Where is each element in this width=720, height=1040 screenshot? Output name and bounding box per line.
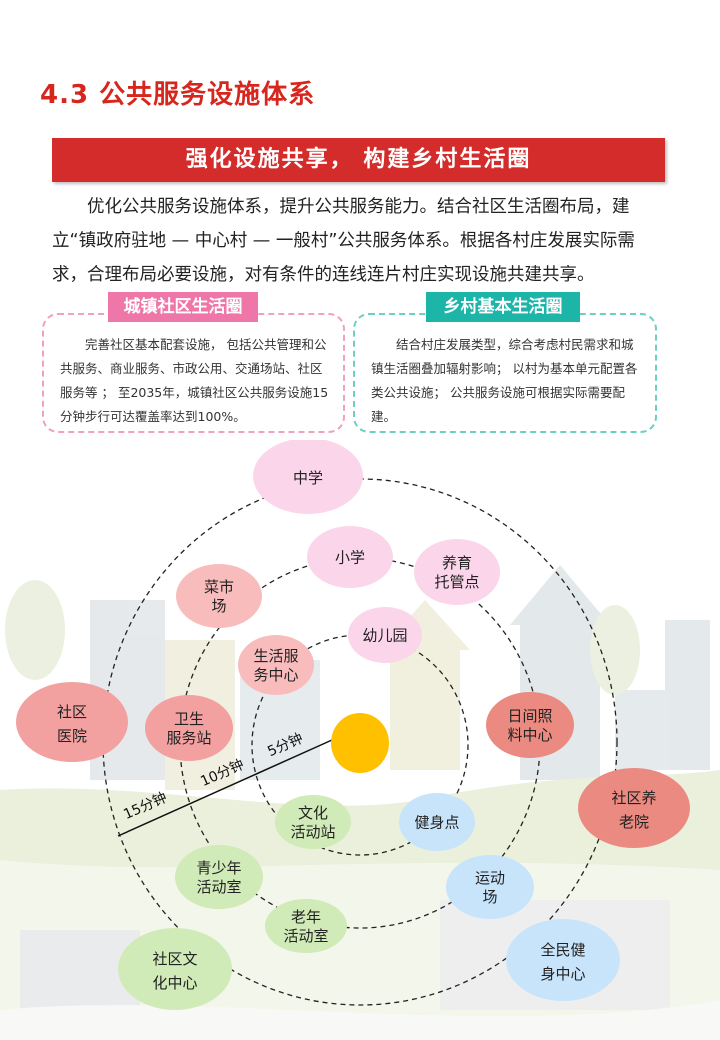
facility-label: 小学	[335, 548, 365, 566]
intro-text: 优化公共服务设施体系，提升公共服务能力。结合社区生活圈布局，建立“镇政府驻地 —…	[52, 197, 635, 285]
bubble-shape	[506, 919, 620, 1001]
facility-label: 身中心	[540, 965, 585, 983]
urban-circle-box: 完善社区基本配套设施， 包括公共管理和公共服务、商业服务、市政公用、交通场站、社…	[42, 313, 345, 433]
bubble-shape	[238, 635, 314, 695]
facility-label: 运动	[475, 869, 505, 887]
rural-circle-text: 结合村庄发展类型，综合考虑村民需求和城镇生活圈叠加辐射影响； 以村为基本单元配置…	[371, 337, 638, 424]
facility-label: 生活服	[253, 647, 298, 665]
facility-bubble: 中学	[253, 440, 363, 514]
bubble-shape	[414, 539, 500, 605]
facility-label: 老年	[291, 908, 321, 926]
bubble-shape	[348, 607, 422, 663]
facility-label: 全民健	[540, 941, 585, 959]
facility-label: 健身点	[414, 813, 459, 831]
bubble-shape	[578, 768, 690, 848]
facility-label: 养育	[442, 554, 472, 572]
facility-label: 活动室	[196, 878, 241, 896]
bubble-shape	[118, 928, 232, 1010]
facility-label: 日间照	[507, 707, 552, 725]
facility-label: 场	[482, 888, 497, 906]
facility-label: 活动室	[283, 927, 328, 945]
facility-label: 料中心	[507, 726, 552, 744]
facility-label: 医院	[57, 727, 87, 745]
facility-label: 菜市	[204, 578, 234, 596]
rural-circle-box: 结合村庄发展类型，综合考虑村民需求和城镇生活圈叠加辐射影响； 以村为基本单元配置…	[353, 313, 657, 433]
facility-bubble: 健身点	[399, 793, 475, 851]
facility-label: 老院	[619, 813, 649, 831]
center-home-marker	[331, 713, 389, 773]
bubble-shape	[446, 855, 534, 919]
bubble-shape	[399, 793, 475, 851]
facility-label: 托管点	[434, 573, 479, 591]
facility-label: 社区文	[152, 950, 197, 968]
urban-circle-tag: 城镇社区生活圈	[108, 292, 258, 322]
banner-heading: 强化设施共享， 构建乡村生活圈	[52, 138, 665, 182]
facility-label: 卫生	[174, 710, 204, 728]
facility-label: 化中心	[152, 974, 197, 992]
life-circle-diagram: 15分钟 10分钟 5分钟 中学小学养育托管点菜市场幼儿园生活服务中心社区医院卫…	[0, 440, 720, 1040]
facility-label: 青少年	[196, 859, 241, 877]
bubble-shape	[265, 899, 347, 953]
facility-bubble: 菜市场	[176, 564, 262, 628]
facility-label: 社区	[57, 703, 87, 721]
facility-label: 活动站	[290, 823, 335, 841]
facility-bubble: 运动场	[446, 855, 534, 919]
facility-label: 文化	[298, 804, 328, 822]
bubble-shape	[16, 682, 128, 762]
facility-label: 服务站	[166, 729, 211, 747]
facility-label: 场	[211, 597, 226, 615]
facility-bubble: 幼儿园	[348, 607, 422, 663]
bubble-shape	[307, 526, 393, 588]
facility-label: 中学	[293, 469, 323, 487]
facility-label: 幼儿园	[362, 626, 407, 644]
section-title: 4.3 公共服务设施体系	[40, 80, 316, 110]
bubble-shape	[175, 845, 263, 909]
bubble-shape	[176, 564, 262, 628]
bubble-shape	[275, 795, 351, 849]
facility-label: 务中心	[253, 666, 298, 684]
bubble-shape	[486, 692, 574, 758]
rural-circle-tag: 乡村基本生活圈	[426, 292, 580, 322]
bubble-shape	[253, 440, 363, 514]
facility-label: 社区养	[611, 789, 656, 807]
urban-circle-text: 完善社区基本配套设施， 包括公共管理和公共服务、商业服务、市政公用、交通场站、社…	[60, 337, 329, 424]
bubble-shape	[145, 695, 233, 761]
intro-paragraph: 优化公共服务设施体系，提升公共服务能力。结合社区生活圈布局，建立“镇政府驻地 —…	[52, 190, 667, 292]
radius-line	[117, 739, 333, 837]
facility-bubble: 小学	[307, 526, 393, 588]
